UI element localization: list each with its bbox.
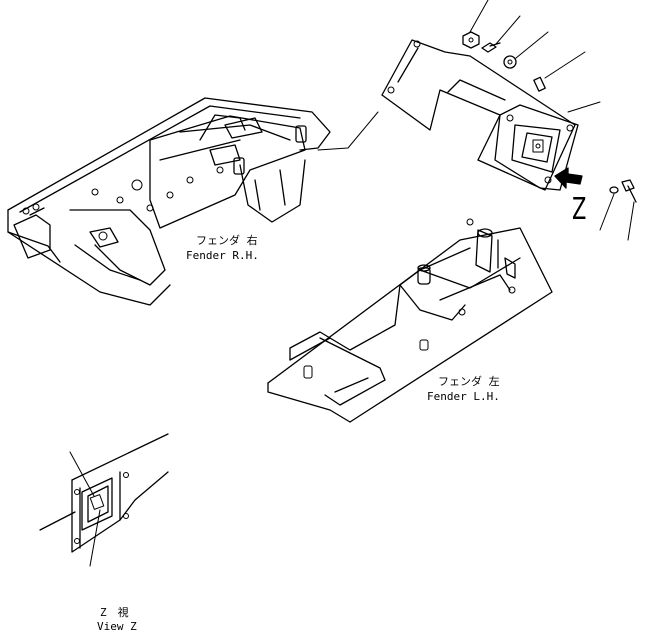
view-z-detail [39,433,169,567]
view-z-label-en: View Z [97,620,137,633]
fender-rh-label-en: Fender R.H. [186,249,259,262]
fender-lh-label-en: Fender L.H. [427,390,500,403]
fender-rh-label-jp: フェンダ 右 [196,234,258,247]
cover-assembly-part [381,0,637,241]
view-z-marker: Z [572,192,587,227]
fender-lh-label-jp: フェンダ 左 [438,375,500,388]
fender-rh-part [7,97,379,306]
view-z-label-jp: Z 視 [100,606,129,619]
fender-lh-part [267,218,553,423]
